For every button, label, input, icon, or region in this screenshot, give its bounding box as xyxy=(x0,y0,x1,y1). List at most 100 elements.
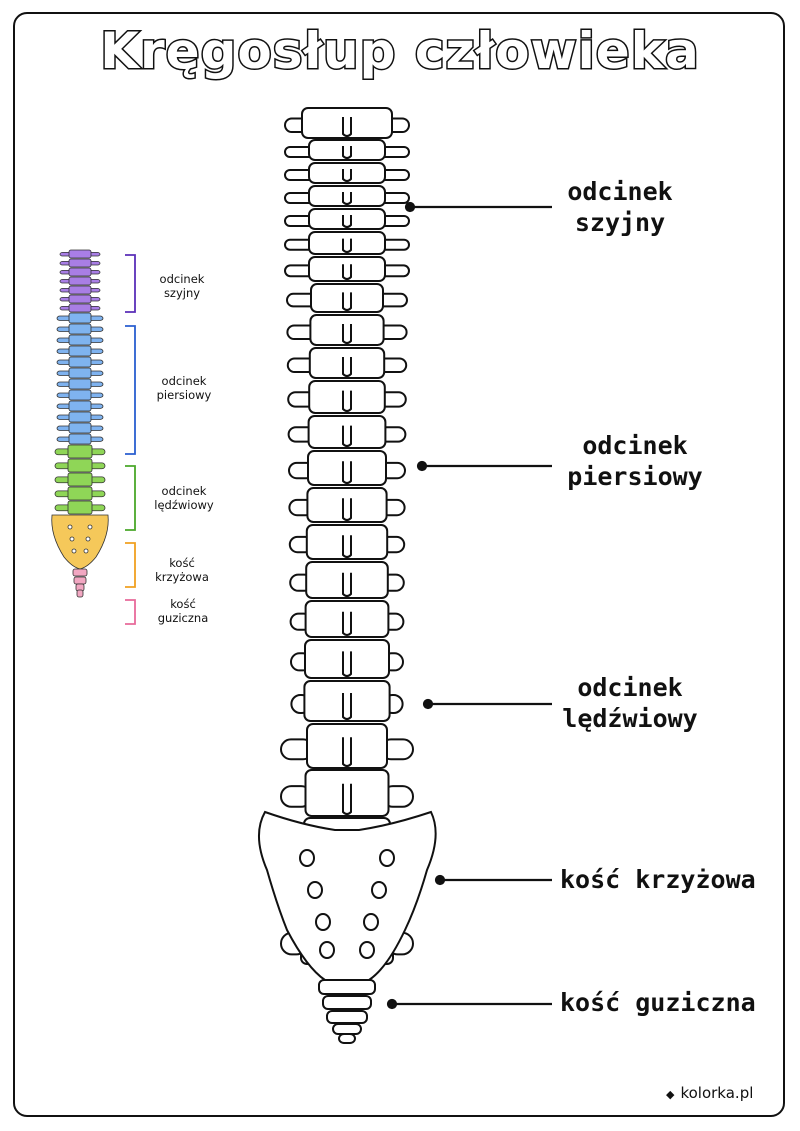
mini-vertebra xyxy=(59,249,101,259)
page-frame xyxy=(13,12,785,1117)
bracket-sacrum xyxy=(125,542,136,588)
vertebral-body xyxy=(305,524,389,560)
spinous-process xyxy=(342,425,352,447)
vertebra xyxy=(286,283,408,313)
label-thoracic-line2: piersiowy xyxy=(567,462,703,491)
mini-coccyx xyxy=(72,568,88,577)
legend-coccyx: kość guziczna xyxy=(143,597,223,625)
coccyx-segment xyxy=(326,1010,368,1024)
sacral-foramen xyxy=(307,881,323,899)
mini-body xyxy=(68,334,92,346)
sacral-foramen xyxy=(359,941,375,959)
sacral-foramen xyxy=(379,849,395,867)
mini-vertebra xyxy=(56,345,104,357)
sacrum xyxy=(258,810,437,981)
vertebral-body xyxy=(307,415,387,449)
mini-foramen xyxy=(67,524,73,530)
spinous-process xyxy=(342,498,352,521)
spinous-process xyxy=(342,238,352,253)
vertebral-body xyxy=(301,107,393,139)
spinous-process xyxy=(342,693,352,720)
mini-vertebra xyxy=(56,422,104,434)
vertebral-body xyxy=(308,380,386,414)
mini-foramen xyxy=(71,548,77,554)
mini-body xyxy=(67,458,93,473)
legend-cervical-line2: szyjny xyxy=(163,286,201,300)
page-title: Kręgosłup człowieka xyxy=(99,21,700,82)
mini-body xyxy=(68,249,92,259)
vertebra xyxy=(280,723,414,769)
mini-vertebra xyxy=(56,400,104,412)
mini-vertebra xyxy=(56,334,104,346)
legend-sacrum: kość krzyżowa xyxy=(142,556,222,584)
footer-brand[interactable]: ◆kolorka.pl xyxy=(666,1084,753,1102)
label-cervical-line1: odcinek xyxy=(567,177,673,206)
label-cervical-line2: szyjny xyxy=(574,208,666,237)
mini-body xyxy=(68,400,92,412)
large-spine-illustration xyxy=(258,107,437,1044)
mini-foramen xyxy=(85,536,91,542)
vertebral-body xyxy=(303,680,391,722)
mini-vertebra xyxy=(56,323,104,335)
mini-vertebra xyxy=(56,433,104,445)
mini-body xyxy=(68,378,92,390)
legend-lumbar-line2: lędźwiowy xyxy=(154,498,214,512)
vertebral-body xyxy=(308,256,386,282)
vertebra xyxy=(284,208,410,230)
mini-vertebra xyxy=(56,356,104,368)
spinous-process xyxy=(342,117,352,137)
legend-sacrum-line1: kość xyxy=(169,556,195,570)
mini-body xyxy=(68,411,92,423)
vertebra xyxy=(287,380,407,414)
vertebral-body xyxy=(305,561,389,599)
mini-vertebra xyxy=(59,303,101,313)
spinous-process xyxy=(342,572,352,597)
mini-vertebra xyxy=(54,458,106,473)
vertebral-body xyxy=(304,769,390,817)
mini-vertebra xyxy=(56,389,104,401)
vertebral-body xyxy=(309,314,385,346)
mini-body xyxy=(68,312,92,324)
mini-foramen xyxy=(69,536,75,542)
label-lumbar: odcinek lędźwiowy xyxy=(555,672,705,734)
spinous-process xyxy=(342,264,352,280)
label-lumbar-line2: lędźwiowy xyxy=(562,704,698,733)
spinous-process xyxy=(342,357,352,377)
vertebra xyxy=(288,450,406,486)
coccyx-segment xyxy=(338,1033,356,1044)
mini-foramen xyxy=(87,524,93,530)
vertebra xyxy=(289,600,405,638)
vertebral-body xyxy=(306,723,388,769)
spinous-process xyxy=(342,169,352,182)
mini-body xyxy=(68,285,92,295)
mini-coccyx xyxy=(76,589,84,598)
legend-sacrum-line2: krzyżowa xyxy=(155,570,209,584)
mini-vertebra xyxy=(54,486,106,501)
mini-vertebra xyxy=(59,294,101,304)
label-lumbar-line1: odcinek xyxy=(577,673,683,702)
vertebra xyxy=(286,314,408,346)
mini-body xyxy=(68,356,92,368)
mini-vertebra xyxy=(59,267,101,277)
spinous-process xyxy=(342,324,352,344)
vertebral-body xyxy=(308,231,386,255)
vertebral-body xyxy=(304,600,390,638)
legend-cervical-line1: odcinek xyxy=(159,272,205,286)
bracket-cervical xyxy=(125,254,136,313)
mini-body xyxy=(68,367,92,379)
label-sacrum: kość krzyżowa xyxy=(560,865,756,894)
sacral-foramen xyxy=(299,849,315,867)
vertebra xyxy=(286,347,408,379)
mini-body xyxy=(68,267,92,277)
mini-vertebra xyxy=(54,444,106,459)
mini-vertebra xyxy=(54,472,106,487)
vertebra xyxy=(284,256,410,282)
vertebral-body xyxy=(308,162,386,184)
vertebral-body xyxy=(304,639,390,679)
mini-vertebra xyxy=(59,285,101,295)
vertebral-body xyxy=(310,283,384,313)
vertebra xyxy=(284,162,410,184)
mini-body xyxy=(67,472,93,487)
vertebra xyxy=(288,487,406,523)
legend-thoracic-line2: piersiowy xyxy=(156,388,212,402)
